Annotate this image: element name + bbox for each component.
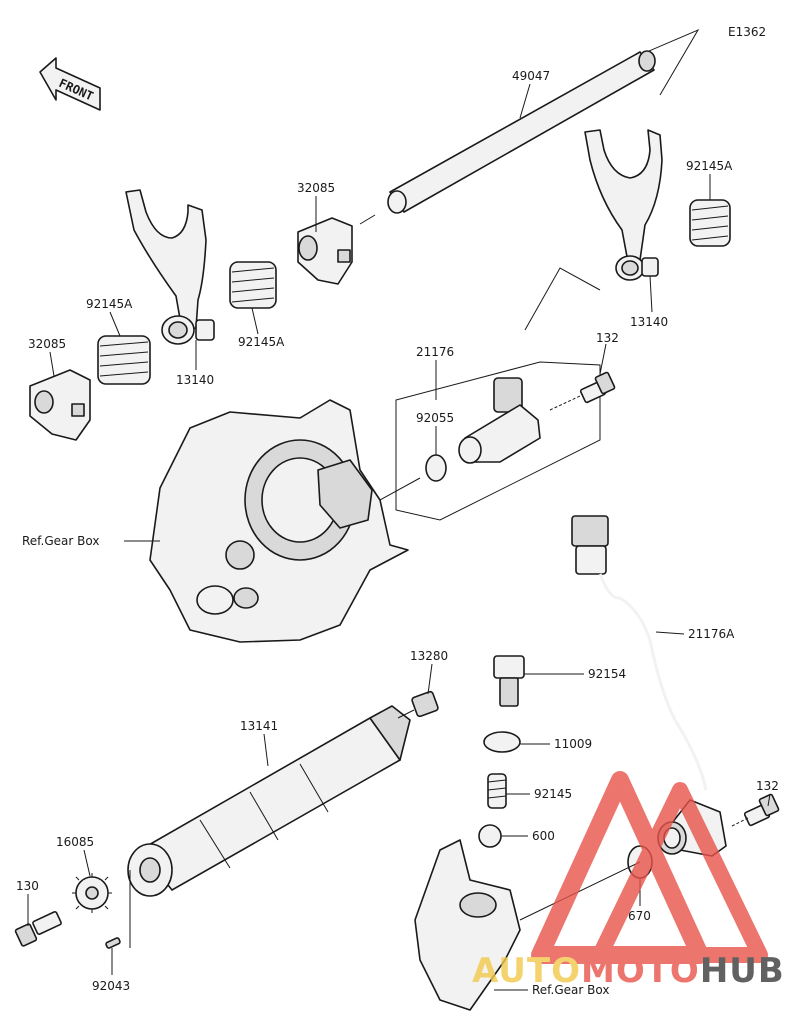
label-13140-right: 13140 [630,315,668,329]
spring-92145A-left [97,335,151,385]
holder-32085-left [29,369,91,441]
label-132-right: 132 [756,779,779,793]
watermark-part2: MOTO [581,951,700,991]
sensor-21176 [458,377,541,464]
svg-text:AUTOMOTOHUB: AUTOMOTOHUB [472,951,785,991]
label-ref-gear-box-1: Ref.Gear Box [22,534,99,548]
shift-fork-left-13140 [125,189,215,345]
watermark-part1: AUTO [472,951,581,991]
label-16085: 16085 [56,835,94,849]
shift-fork-right-13140 [584,129,663,281]
label-132-top: 132 [596,331,619,345]
label-11009: 11009 [554,737,592,751]
label-13141: 13141 [240,719,278,733]
label-600: 600 [532,829,555,843]
o-ring-92055 [425,454,447,482]
label-670: 670 [628,909,651,923]
plug-bolt-92154 [493,655,525,707]
ball-600 [478,824,502,848]
label-92055: 92055 [416,411,454,425]
label-13280: 13280 [410,649,448,663]
sensor-assembly-box [395,361,601,521]
watermark-logo: AUTOMOTOHUB [472,771,785,991]
gear-box-housing [149,399,421,643]
front-arrow-icon: FRONT [39,57,101,111]
label-ref-gear-box-2: Ref.Gear Box [532,983,609,997]
pin-92043 [105,937,121,949]
diagram-code: E1362 [728,25,766,39]
spring-92145A-right [689,199,731,247]
sensor-wire-21176A [571,515,708,791]
watermark-part3: HUB [700,951,785,991]
label-13140-left: 13140 [176,373,214,387]
bolt-132-right [731,793,780,827]
shift-rod-49047 [359,50,656,225]
pin-13280 [397,690,439,719]
gear-16085 [72,873,112,913]
label-21176: 21176 [416,345,454,359]
label-21176A: 21176A [688,627,735,641]
spring-92145 [487,773,507,809]
label-130: 130 [16,879,39,893]
shaft-axis-lines [524,28,700,331]
label-32085-left: 32085 [28,337,66,351]
label-92145A-mid: 92145A [238,335,285,349]
washer-11009 [483,731,521,753]
part-labels: 49047 32085 92145A 92145A 92145A 32085 1… [16,69,779,997]
label-92145: 92145 [534,787,572,801]
label-92145A-right: 92145A [686,159,733,173]
leader-lines [27,83,771,991]
label-92154: 92154 [588,667,626,681]
label-32085-top: 32085 [297,181,335,195]
shift-drum-13141 [127,705,411,897]
bolt-130 [14,911,62,947]
gear-box-lower [414,839,521,1011]
label-92043: 92043 [92,979,130,993]
bolt-132-top [549,371,616,411]
label-49047: 49047 [512,69,550,83]
holder-32085-top [297,217,353,285]
spring-92145A-mid [229,261,277,309]
label-92145A-left: 92145A [86,297,133,311]
